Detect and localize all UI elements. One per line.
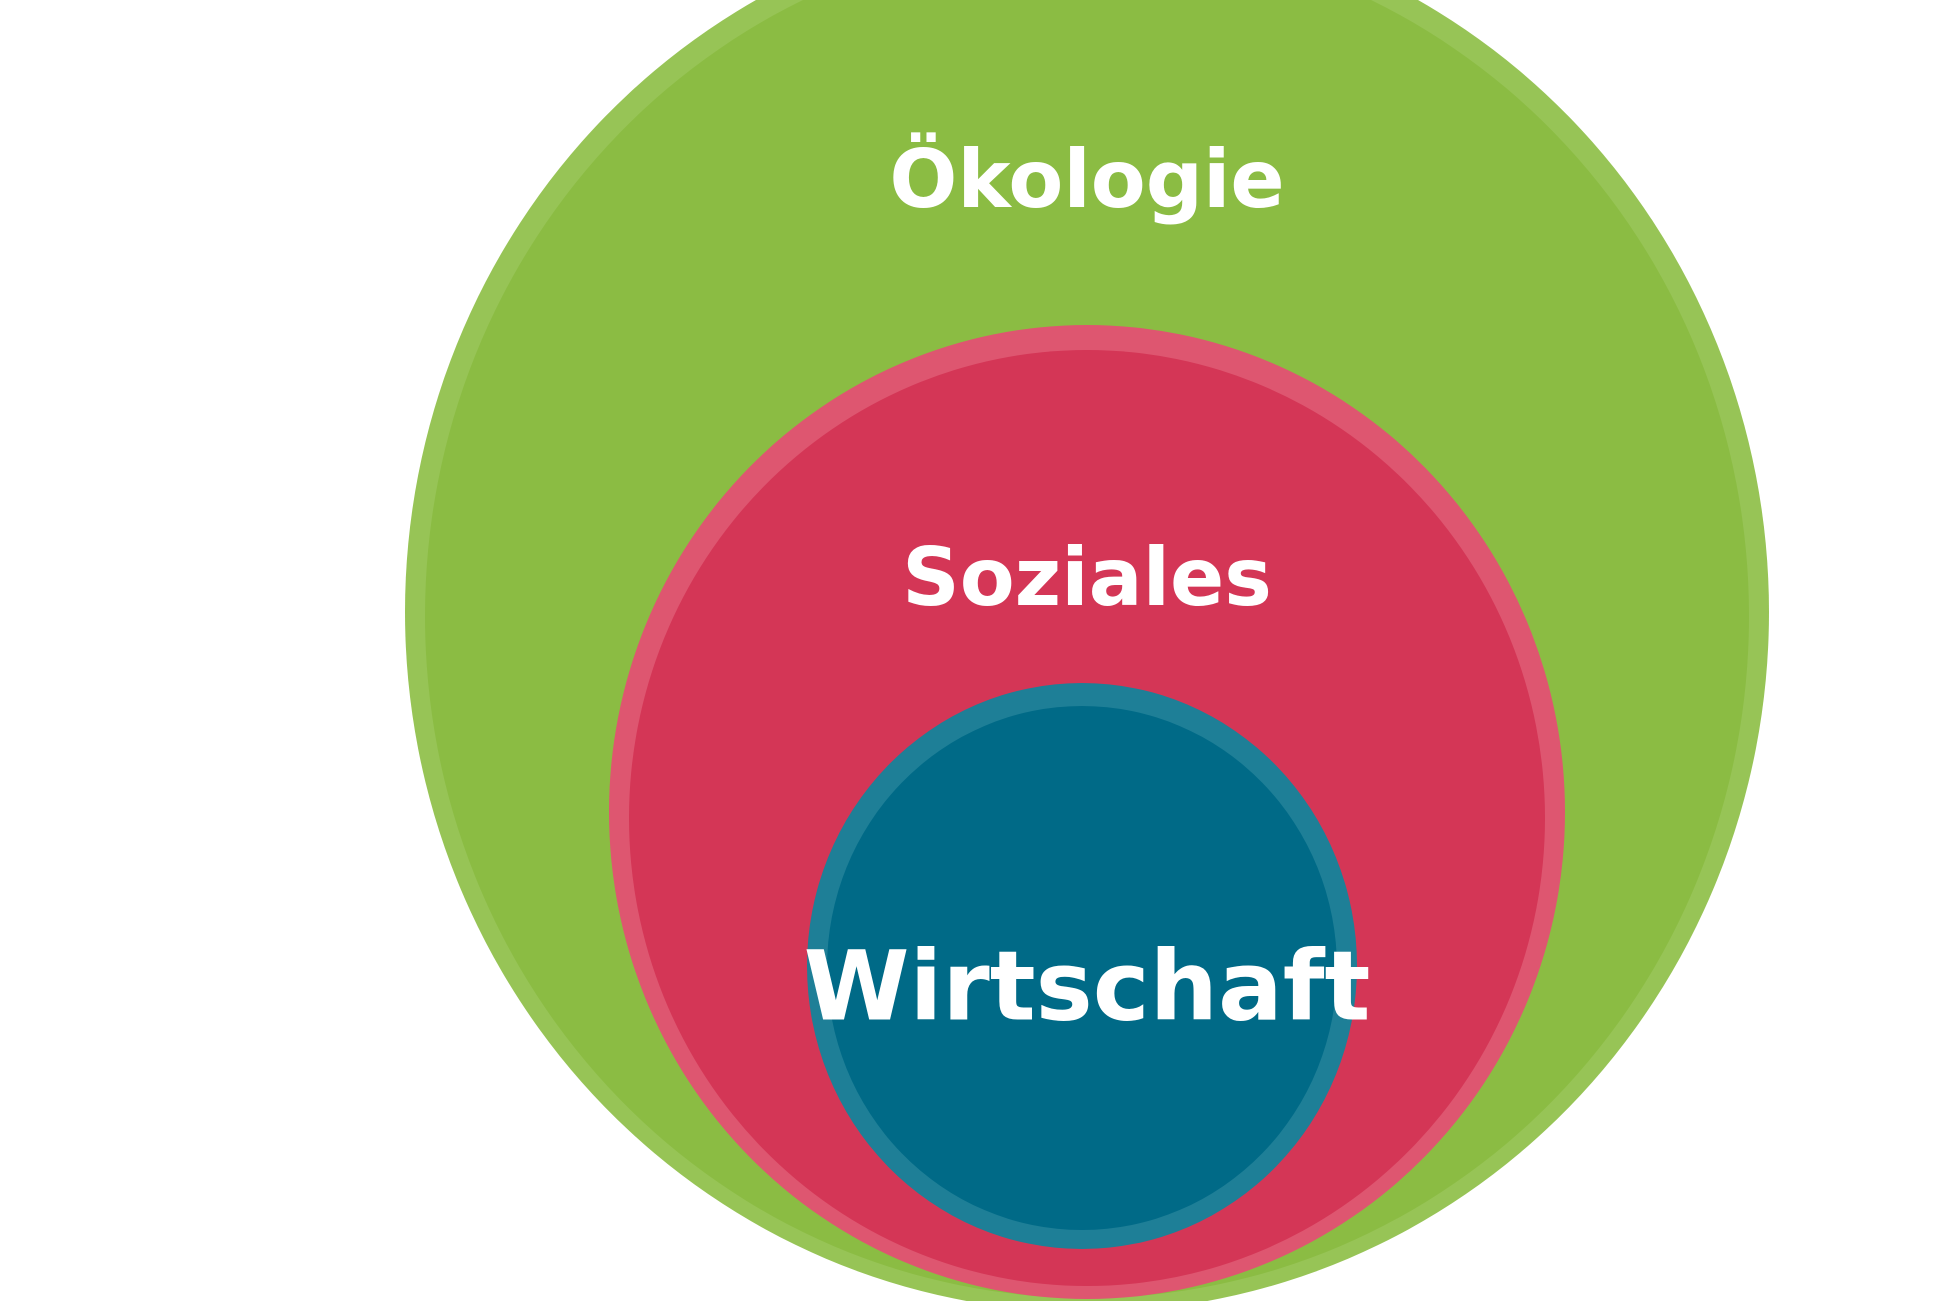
- economy-circle: Wirtschaft: [804, 683, 1371, 1249]
- economy-circle-fill: [827, 706, 1337, 1230]
- social-label: Soziales: [902, 531, 1272, 624]
- ecology-label: Ökologie: [889, 132, 1284, 226]
- economy-label: Wirtschaft: [804, 930, 1371, 1042]
